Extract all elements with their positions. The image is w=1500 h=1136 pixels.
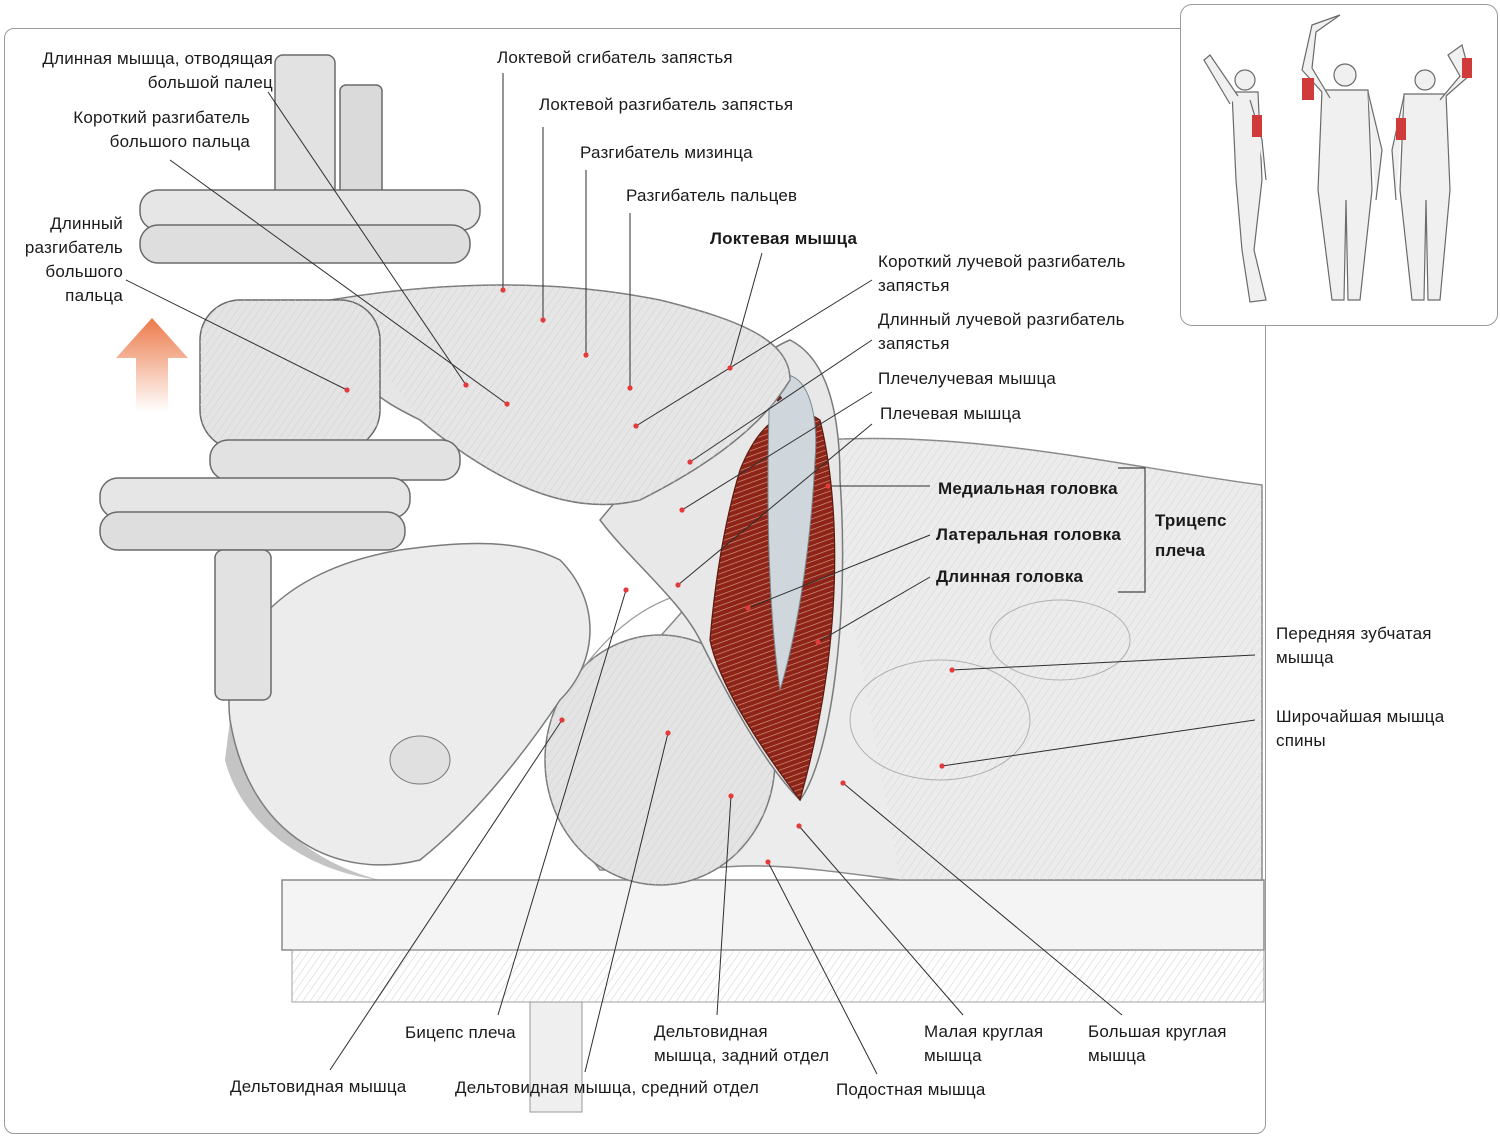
label-anconeus: Локтевая мышца bbox=[710, 229, 858, 248]
attachment-dots bbox=[344, 287, 955, 865]
label-lateral-head: Латеральная головка bbox=[936, 525, 1122, 544]
forearm bbox=[329, 284, 791, 506]
label-triceps: Трицепс плеча bbox=[1155, 511, 1227, 560]
head bbox=[225, 542, 591, 880]
label-biceps: Бицепс плеча bbox=[405, 1023, 516, 1042]
label-extensor-carpi-ulnaris: Локтевой разгибатель запястья bbox=[539, 95, 794, 114]
label-teres-major: Большая круглая мышца bbox=[1088, 1022, 1227, 1065]
label-long-head: Длинная головка bbox=[936, 567, 1084, 586]
label-middle-deltoid: Дельтовидная мышца, средний отдел bbox=[455, 1078, 759, 1097]
triceps-bracket bbox=[1118, 467, 1146, 593]
label-extensor-digiti-minimi: Разгибатель мизинца bbox=[580, 143, 753, 162]
figure-back-view bbox=[1391, 44, 1472, 301]
label-extensor-carpi-radialis-brevis: Короткий лучевой разгибатель запястья bbox=[878, 252, 1126, 295]
label-extensor-pollicis-brevis: Короткий разгибатель большого пальца bbox=[73, 108, 250, 151]
label-serratus-anterior: Передняя зубчатая мышца bbox=[1276, 624, 1432, 667]
label-brachialis: Плечевая мышца bbox=[880, 404, 1022, 423]
label-deltoid: Дельтовидная мышца bbox=[230, 1077, 407, 1096]
label-brachioradialis: Плечелучевая мышца bbox=[878, 369, 1057, 388]
figure-front-view bbox=[1301, 14, 1383, 301]
inset-figures bbox=[1203, 14, 1472, 303]
figure-side-view bbox=[1203, 54, 1267, 303]
label-posterior-deltoid: Дельтовидная мышца, задний отдел bbox=[654, 1022, 830, 1065]
label-infraspinatus: Подостная мышца bbox=[836, 1080, 986, 1099]
shoulder bbox=[544, 589, 776, 886]
label-extensor-digitorum: Разгибатель пальцев bbox=[626, 186, 798, 205]
label-extensor-carpi-radialis-longus: Длинный лучевой разгибатель запястья bbox=[878, 310, 1125, 353]
dumbbell bbox=[99, 54, 481, 701]
label-teres-minor: Малая круглая мышца bbox=[924, 1022, 1044, 1065]
label-latissimus-dorsi: Широчайшая мышца спины bbox=[1276, 707, 1445, 750]
leader-lines bbox=[125, 73, 1256, 1075]
up-arrow-icon bbox=[116, 318, 188, 412]
label-flexor-carpi-ulnaris: Локтевой сгибатель запястья bbox=[497, 48, 733, 67]
label-abductor-pollicis-longus: Длинная мышца, отводящая большой палец bbox=[42, 49, 273, 92]
bench bbox=[281, 879, 1265, 1113]
label-medial-head: Медиальная головка bbox=[938, 479, 1118, 498]
label-extensor-pollicis-longus: Длинный разгибатель большого пальца bbox=[24, 214, 123, 305]
